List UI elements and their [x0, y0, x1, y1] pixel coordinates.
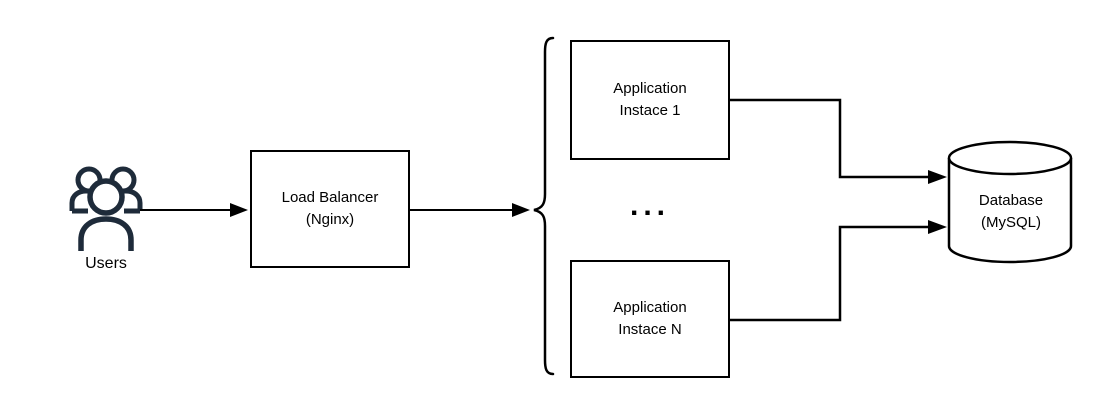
users-group-icon	[69, 166, 143, 251]
connector-app1-to-database	[730, 98, 947, 184]
arrow-users-to-load-balancer	[140, 203, 248, 217]
app-instance-1-node: Application Instace 1	[570, 40, 730, 160]
users-label: Users	[85, 255, 127, 272]
app-instance-n-node: Application Instace N	[570, 260, 730, 378]
instances-ellipsis: ...	[629, 189, 670, 222]
connector-appn-to-database	[730, 220, 947, 322]
arrow-load-balancer-to-brace	[410, 203, 530, 217]
database-cylinder	[947, 140, 1073, 264]
database-label: Database (MySQL)	[978, 192, 1044, 231]
load-balancer-node: Load Balancer (Nginx)	[250, 150, 410, 268]
fanout-brace	[533, 36, 555, 376]
